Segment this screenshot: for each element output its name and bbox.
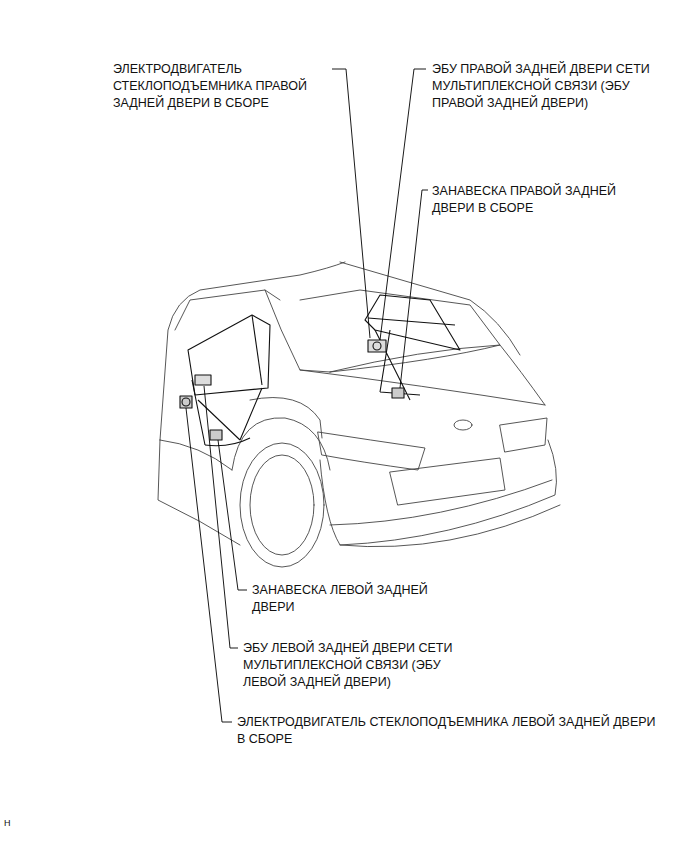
figure-code: H	[4, 818, 24, 829]
part-label: ЗАНАВЕСКА ЛЕВОЙ ЗАДНЕЙ ДВЕРИ	[252, 582, 457, 616]
part-label: ЗАНАВЕСКА ПРАВОЙ ЗАДНЕЙ ДВЕРИ В СБОРЕ	[432, 183, 642, 217]
part-label: ЭЛЕКТРОДВИГАТЕЛЬ СТЕКЛОПОДЪЕМНИКА ПРАВОЙ…	[113, 61, 331, 112]
part-label: ЭБУ ЛЕВОЙ ЗАДНЕЙ ДВЕРИ СЕТИ МУЛЬТИПЛЕКСН…	[243, 640, 461, 691]
part-label: ЭЛЕКТРОДВИГАТЕЛЬ СТЕКЛОПОДЪЕМНИКА ЛЕВОЙ …	[237, 714, 657, 748]
part-label: ЭБУ ПРАВОЙ ЗАДНЕЙ ДВЕРИ СЕТИ МУЛЬТИПЛЕКС…	[432, 61, 662, 112]
